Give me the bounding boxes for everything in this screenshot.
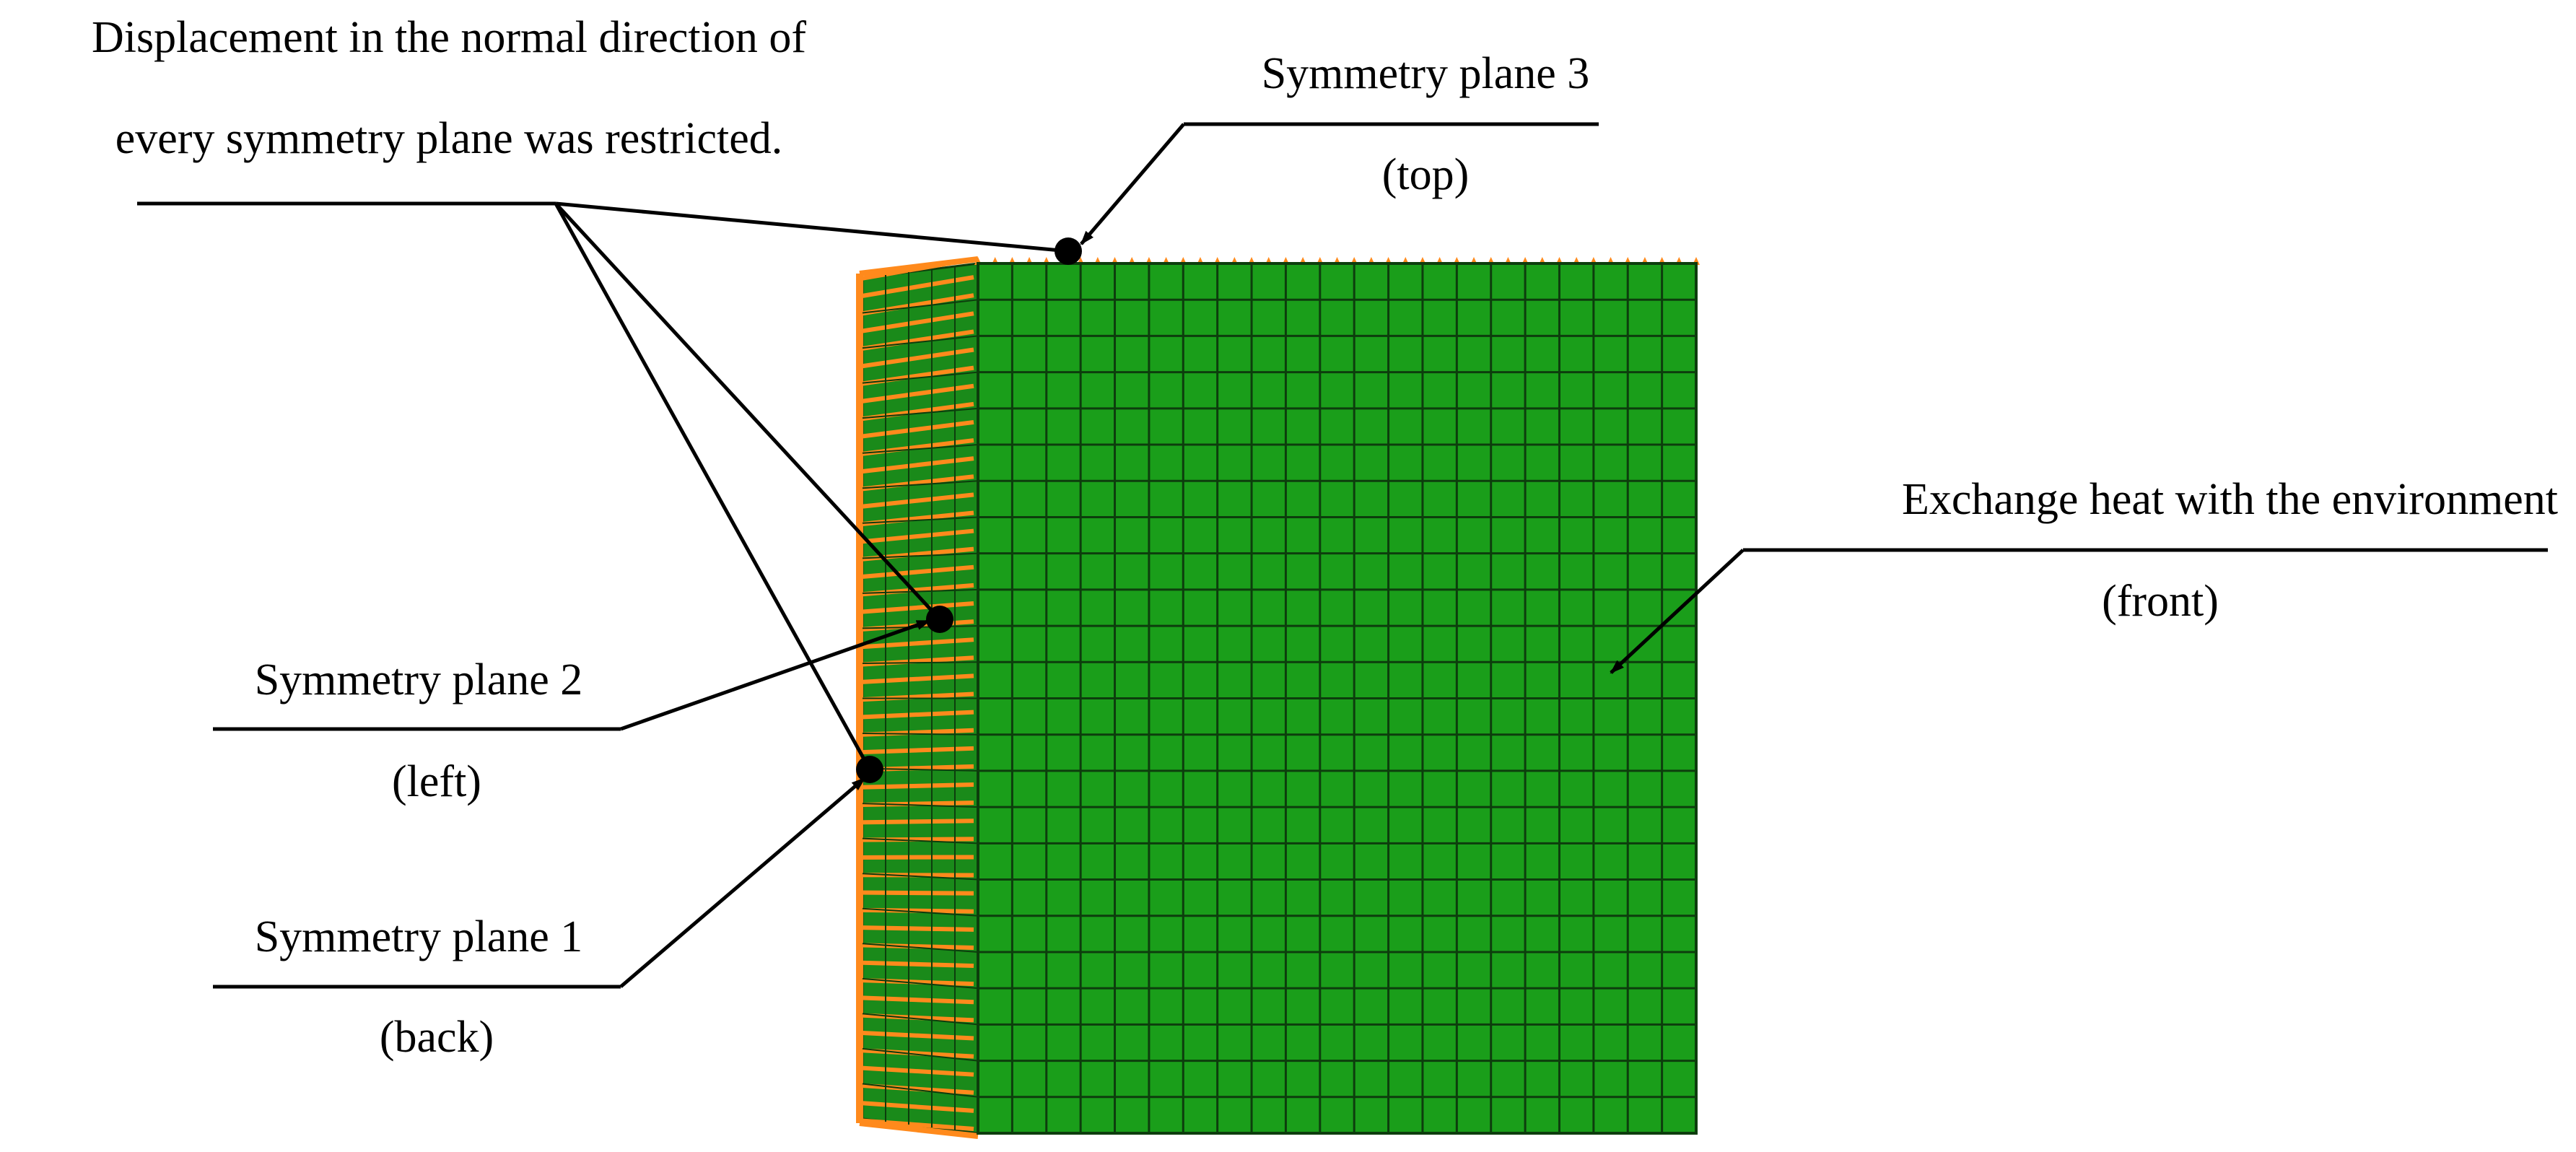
plane2-label: Symmetry plane 2 bbox=[255, 655, 583, 704]
side-mesh-line-horizontal bbox=[862, 1013, 979, 1026]
plane2-arrow bbox=[620, 619, 931, 731]
side-mesh-line-horizontal bbox=[862, 407, 979, 419]
plane3-position: (top) bbox=[1382, 150, 1470, 199]
plane1-point-marker bbox=[856, 756, 883, 783]
side-mesh-line-horizontal bbox=[862, 837, 979, 845]
side-mesh-line-horizontal bbox=[862, 335, 979, 349]
mesh-block bbox=[856, 256, 1700, 1139]
plane1-arrow bbox=[619, 777, 866, 988]
restriction-label-line2: every symmetry plane was restricted. bbox=[115, 114, 783, 163]
front-face-mesh-grid bbox=[978, 263, 1696, 1133]
side-mesh-line-horizontal bbox=[862, 1047, 979, 1062]
side-mesh-line-horizontal bbox=[862, 943, 979, 953]
restriction-label-line1: Displacement in the normal direction of bbox=[92, 13, 806, 62]
bottom-back-edge-constraint bbox=[859, 1120, 979, 1139]
annotation-labels: Displacement in the normal direction of … bbox=[92, 13, 2558, 1062]
side-mesh-line-horizontal bbox=[862, 907, 979, 917]
side-mesh-line-horizontal bbox=[862, 803, 979, 808]
plane1-label: Symmetry plane 1 bbox=[255, 912, 583, 961]
side-constraint-marker bbox=[856, 782, 974, 790]
side-mesh-line-horizontal bbox=[862, 873, 979, 881]
plane3-point-marker bbox=[1055, 237, 1082, 265]
side-mesh-line-horizontal bbox=[862, 516, 979, 524]
plane3-arrow bbox=[1080, 123, 1185, 245]
restriction-leader-left bbox=[554, 202, 941, 621]
annotation-leaders bbox=[137, 122, 2548, 989]
side-mesh-line-horizontal bbox=[862, 588, 979, 594]
side-constraint-marker bbox=[856, 855, 974, 860]
side-mesh-line-horizontal bbox=[862, 977, 979, 990]
side-mesh-line-horizontal bbox=[862, 733, 979, 736]
side-mesh-line-horizontal bbox=[862, 444, 979, 454]
restriction-leader-top bbox=[555, 201, 1069, 253]
side-constraint-marker bbox=[856, 925, 974, 932]
plane2-position: (left) bbox=[392, 757, 481, 806]
heat-exchange-position: (front) bbox=[2102, 577, 2219, 626]
plane1-position: (back) bbox=[380, 1013, 494, 1062]
heat-arrow bbox=[1610, 549, 1745, 674]
side-constraint-marker bbox=[856, 890, 974, 896]
side-mesh-line-horizontal bbox=[862, 1083, 979, 1098]
plane2-point-marker bbox=[926, 606, 953, 633]
restriction-leader-back bbox=[554, 202, 872, 771]
side-mesh-line-horizontal bbox=[862, 661, 979, 664]
left-face-mesh-grid bbox=[862, 266, 979, 1130]
side-constraint-marker bbox=[856, 819, 974, 825]
plane3-label: Symmetry plane 3 bbox=[1262, 49, 1590, 98]
side-mesh-line-horizontal bbox=[862, 299, 979, 314]
heat-exchange-label: Exchange heat with the environment bbox=[1902, 475, 2558, 524]
side-mesh-line-horizontal bbox=[862, 480, 979, 489]
top-back-edge-constraint bbox=[859, 256, 979, 276]
side-mesh-line-horizontal bbox=[862, 371, 979, 384]
